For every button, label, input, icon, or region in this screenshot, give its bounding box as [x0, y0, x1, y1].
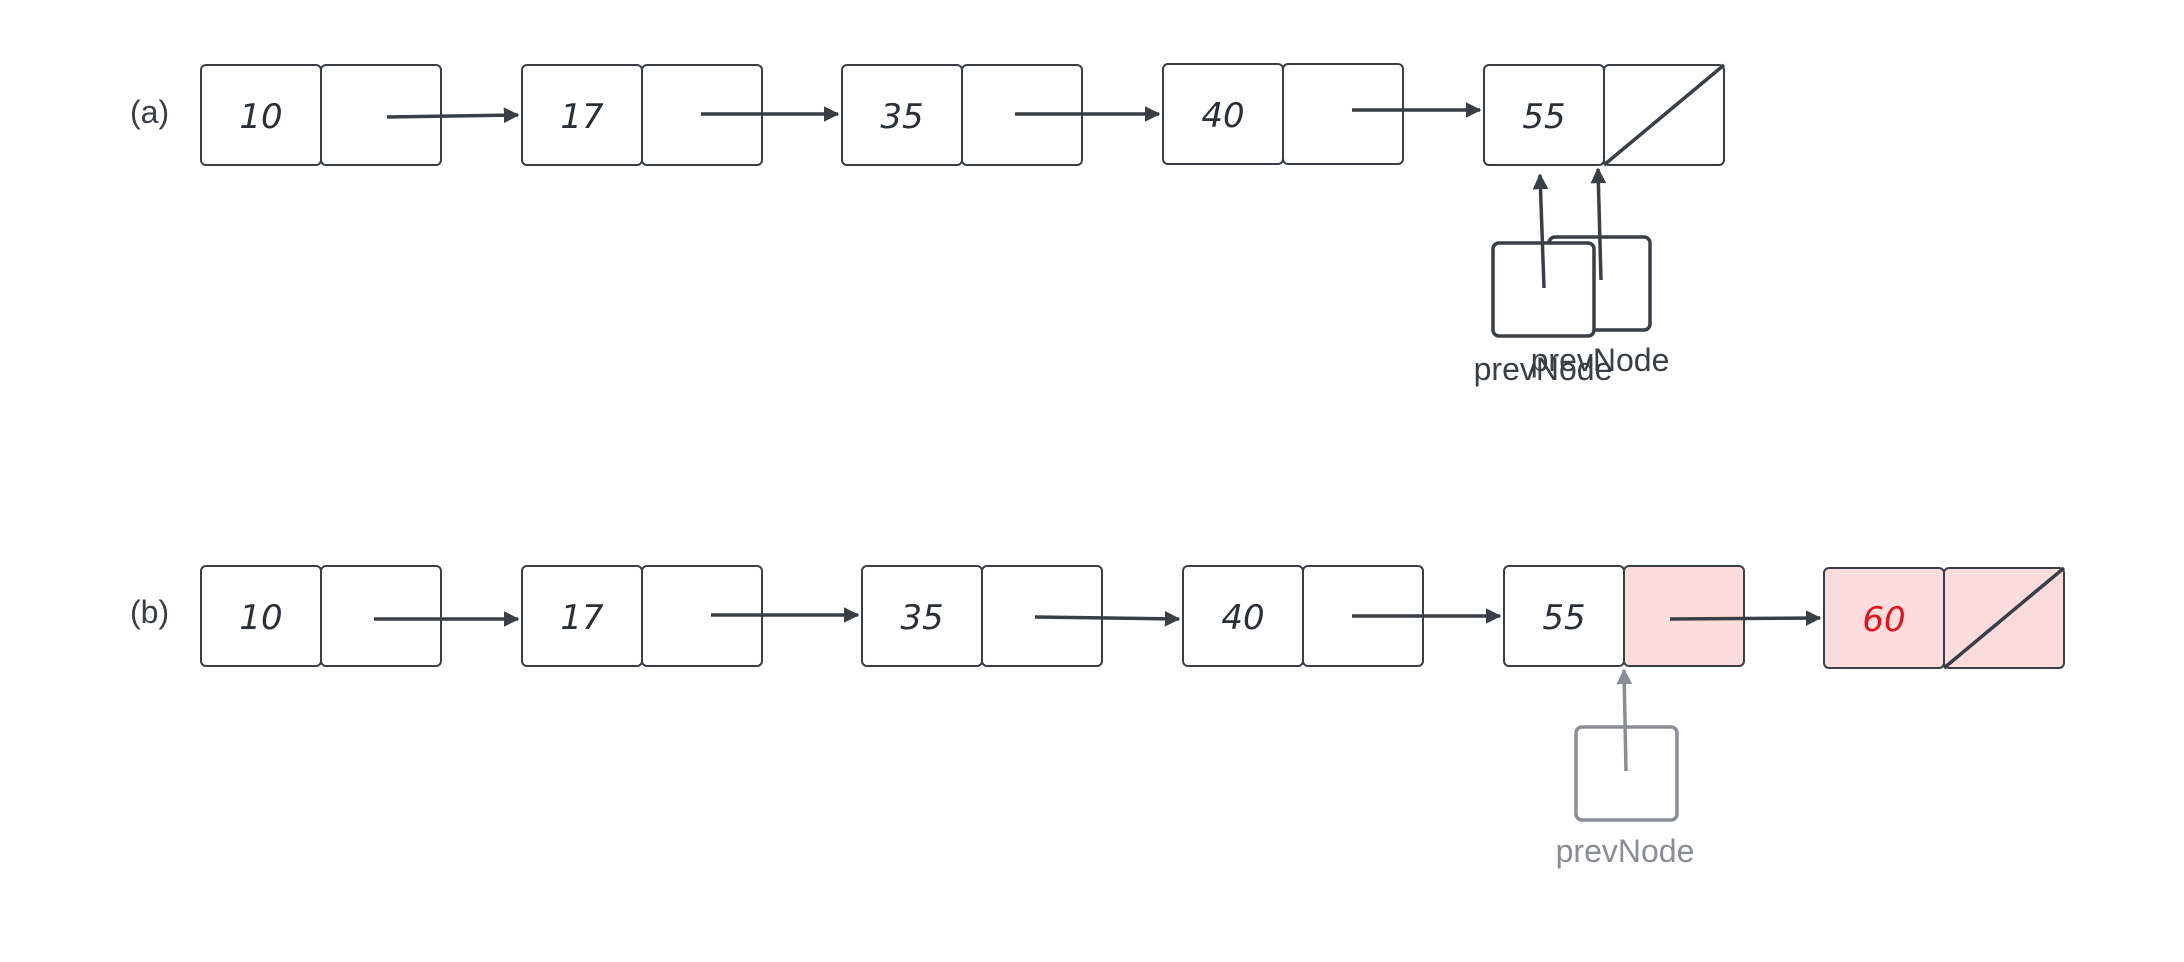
next-arrow-b-3 [1034, 610, 1181, 627]
prev-node-arrow-a-1 [1532, 173, 1549, 289]
node-a-40: 40 [1162, 63, 1404, 165]
prev-node-arrow-b [1616, 668, 1633, 772]
prev-node-label-a-2: prevNode [1531, 342, 1670, 378]
node-a-40-next-cell [1282, 63, 1404, 165]
node-b-40-value: 40 [1221, 598, 1264, 638]
node-b-17: 17 [521, 565, 763, 667]
null-slash-icon [1602, 63, 1726, 167]
node-a-17-value: 17 [560, 97, 604, 137]
prev-node-arrow-a-2 [1590, 167, 1607, 281]
prev-node-label-a-1: prevNode [1474, 351, 1613, 387]
null-slash-icon [1942, 566, 2066, 670]
node-b-55-value: 55 [1542, 598, 1585, 638]
node-b-55: 55 [1503, 565, 1745, 667]
node-b-10-next-cell [320, 565, 442, 667]
node-a-35-value: 35 [880, 97, 923, 137]
node-b-55-next-cell [1623, 565, 1745, 667]
panel-a: (a) 10 17 35 40 55 [130, 63, 1726, 387]
node-b-10: 10 [200, 565, 442, 667]
node-b-10-value: 10 [239, 598, 282, 638]
node-b-60-value: 60 [1862, 600, 1905, 640]
next-arrow-a-1 [386, 107, 520, 124]
node-a-40-value: 40 [1201, 96, 1244, 136]
prev-node-label-b: prevNode [1556, 833, 1695, 869]
panel-b: (b) 10 17 35 40 55 [130, 565, 2066, 869]
next-arrow-b-5 [1669, 610, 1822, 626]
panel-a-label: (a) [130, 94, 169, 130]
prev-node-pointer-b: prevNode [1556, 668, 1695, 869]
node-a-55: 55 [1483, 63, 1726, 167]
node-a-10-value: 10 [239, 97, 282, 137]
node-b-60-new: 60 [1823, 566, 2066, 670]
node-a-17: 17 [521, 64, 763, 166]
node-b-17-value: 17 [560, 598, 604, 638]
prev-node-pointer-a-1: prevNode [1474, 173, 1613, 387]
panel-b-label: (b) [130, 594, 169, 630]
node-a-55-value: 55 [1522, 97, 1565, 137]
node-b-35-value: 35 [900, 598, 943, 638]
